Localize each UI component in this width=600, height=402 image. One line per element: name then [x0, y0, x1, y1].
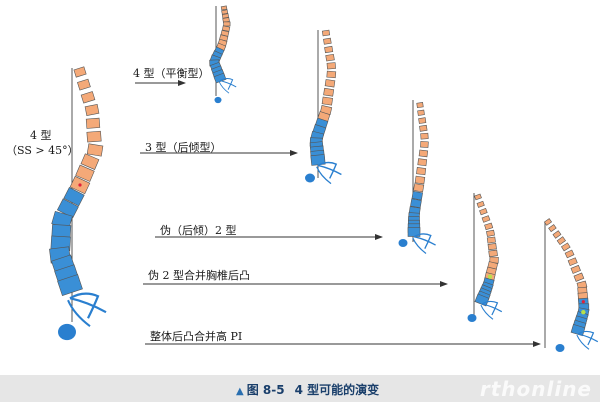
- thoracic-vertebra: [419, 124, 428, 132]
- lumbar-vertebra: [63, 187, 85, 207]
- thoracic-vertebra: [220, 5, 228, 11]
- thoracic-vertebra: [223, 21, 231, 27]
- pelvis: [218, 81, 230, 94]
- label-type4: 4 型: [30, 129, 52, 142]
- caption-bar: ▲图 8-5 4 型可能的演变 rthonline: [0, 375, 600, 402]
- thoracic-vertebra: [414, 175, 426, 185]
- thoracic-vertebra: [481, 215, 491, 223]
- thoracic-vertebra: [80, 91, 96, 104]
- femoral-head: [398, 238, 408, 248]
- watermark: rthonline: [479, 377, 592, 401]
- thoracic-vertebra: [417, 158, 428, 167]
- label-ss: （SS > 45°）: [6, 144, 79, 157]
- thoracic-vertebra: [474, 193, 482, 201]
- thoracic-vertebra: [325, 53, 335, 62]
- apex-marker: [78, 183, 82, 187]
- thoracic-vertebra: [573, 272, 585, 282]
- thoracic-vertebra: [418, 149, 429, 158]
- pelvis: [69, 292, 100, 319]
- pelvis: [577, 333, 599, 343]
- pelvis: [317, 164, 342, 176]
- thoracic-vertebra: [420, 141, 429, 148]
- pelvis: [69, 297, 107, 314]
- label-global-kyphosis: 整体后凸合并高 PI: [150, 330, 243, 343]
- femoral-head: [555, 343, 565, 353]
- thoracic-vertebra: [323, 87, 335, 97]
- thoracic-vertebra: [221, 9, 229, 15]
- thoracic-vertebra: [420, 132, 429, 140]
- thoracic-vertebra: [321, 96, 334, 106]
- thoracic-vertebra: [417, 109, 425, 116]
- thoracic-vertebra: [570, 264, 581, 274]
- femoral-head: [467, 313, 477, 323]
- thoracic-vertebra: [324, 45, 334, 54]
- thoracic-vertebra: [486, 229, 495, 237]
- pelvis: [317, 161, 338, 179]
- thoracic-vertebra: [323, 37, 332, 45]
- pelvis: [577, 330, 595, 346]
- figure-number: 图 8-5: [246, 383, 285, 397]
- pelvis: [413, 236, 436, 246]
- thoracic-vertebra: [324, 79, 336, 88]
- thoracic-vertebra: [418, 117, 427, 124]
- label-pseudo2-kyphosis: 伪 2 型合并胸椎后凸: [148, 269, 250, 282]
- thoracic-vertebra: [326, 70, 337, 79]
- thoracic-vertebra: [86, 143, 104, 157]
- pelvis: [316, 166, 332, 185]
- thoracic-vertebra: [488, 249, 498, 258]
- thoracic-vertebra: [543, 218, 553, 226]
- thoracic-vertebra: [413, 183, 425, 193]
- label-retro3: 3 型（后倾型）: [145, 141, 222, 154]
- thoracic-vertebra: [416, 102, 424, 109]
- thoracic-vertebra: [552, 230, 562, 239]
- thoracic-vertebra: [476, 200, 485, 208]
- lumbar-vertebra: [57, 274, 83, 297]
- apex-marker-green: [487, 274, 493, 279]
- apex-marker-green: [581, 310, 586, 315]
- pelvis: [219, 80, 237, 88]
- thoracic-vertebra: [548, 224, 557, 233]
- thoracic-vertebra: [561, 242, 571, 252]
- thoracic-vertebra: [321, 29, 331, 37]
- pelvis: [413, 233, 432, 249]
- pelvis: [480, 304, 494, 320]
- spine-evolution-diagram: [49, 5, 599, 353]
- label-pseudo2: 伪（后倾）2 型: [160, 224, 237, 237]
- thoracic-vertebra: [84, 104, 100, 116]
- pelvis: [219, 78, 234, 90]
- thoracic-vertebra: [85, 117, 101, 129]
- lumbar-vertebra: [410, 198, 422, 209]
- thoracic-vertebra: [77, 78, 91, 91]
- thoracic-vertebra: [75, 164, 95, 182]
- thoracic-vertebra: [567, 257, 578, 267]
- label-balanced: 4 型（平衡型）: [133, 67, 210, 80]
- femoral-head: [58, 323, 76, 341]
- thoracic-vertebra: [479, 207, 488, 216]
- apex-marker: [581, 300, 585, 304]
- thoracic-vertebra: [416, 167, 427, 176]
- thoracic-vertebra: [221, 25, 231, 32]
- figure-caption: ▲图 8-5 4 型可能的演变: [236, 381, 379, 398]
- pelvis: [481, 303, 503, 313]
- lumbar-vertebra: [411, 190, 423, 201]
- thoracic-vertebra: [486, 236, 496, 244]
- thoracic-vertebra: [86, 130, 102, 143]
- femoral-head: [214, 96, 222, 104]
- pelvis: [481, 300, 499, 316]
- thoracic-vertebra: [484, 222, 494, 231]
- caption-triangle-icon: ▲: [236, 386, 244, 397]
- thoracic-vertebra: [73, 66, 87, 78]
- pelvis: [576, 334, 590, 350]
- thoracic-vertebra: [80, 153, 100, 170]
- pelvis: [412, 237, 427, 254]
- figure-title: 4 型可能的演变: [294, 383, 380, 397]
- pelvis: [67, 299, 91, 327]
- thoracic-vertebra: [564, 249, 575, 259]
- thoracic-vertebra: [326, 62, 336, 70]
- femoral-head: [305, 173, 315, 183]
- thoracic-vertebra: [487, 243, 497, 251]
- thoracic-vertebra: [556, 236, 566, 246]
